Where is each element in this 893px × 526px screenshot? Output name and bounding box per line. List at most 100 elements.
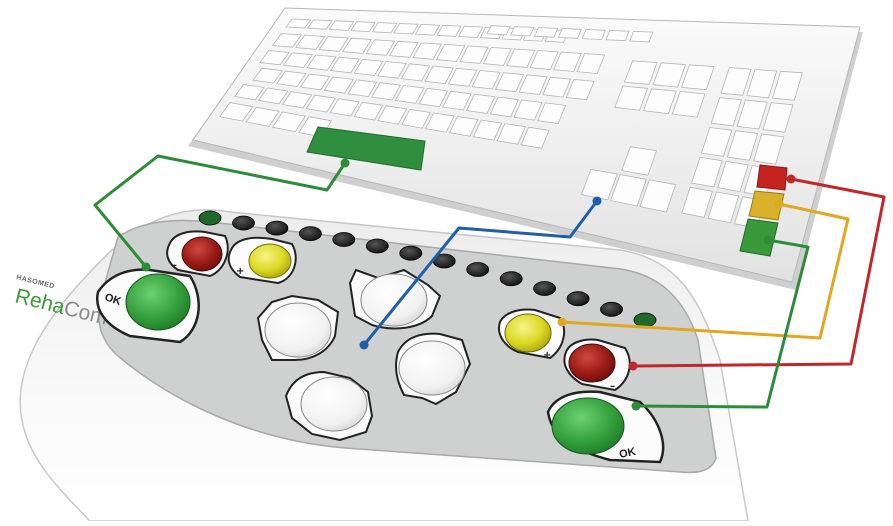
numpad-key-2-2[interactable] [753, 133, 785, 165]
key-r2-9[interactable] [471, 70, 501, 90]
key-r2-5[interactable] [377, 61, 407, 79]
arrow-down-key[interactable] [610, 174, 647, 207]
key-r1-6[interactable] [412, 42, 442, 60]
numpad-key-2-0[interactable] [700, 127, 733, 157]
numpad-key-4-0[interactable] [681, 186, 713, 218]
key-r3-10[interactable] [489, 96, 519, 118]
media-key-6[interactable] [629, 30, 654, 43]
numpad-yellow-key[interactable] [748, 190, 785, 221]
key-r3-9[interactable] [466, 93, 496, 114]
key-r2-2[interactable] [306, 54, 337, 71]
key-r2-13[interactable] [565, 78, 595, 101]
media-key-4[interactable] [581, 29, 606, 40]
key-r1-11[interactable] [529, 50, 559, 70]
nav-key-1-2[interactable] [671, 91, 706, 118]
arrow-left-key[interactable] [580, 168, 618, 201]
key-r4-9[interactable] [448, 116, 479, 137]
key-r3-11[interactable] [513, 99, 543, 121]
left-minus-button[interactable]: – [166, 230, 229, 278]
key-r1-12[interactable] [553, 51, 582, 72]
right-minus-button[interactable]: – [563, 338, 631, 393]
key-r2-6[interactable] [400, 63, 431, 82]
key-r5-0[interactable] [219, 102, 254, 122]
direction-right-button[interactable] [395, 332, 472, 406]
key-r2-8[interactable] [447, 67, 478, 87]
key-r0-5[interactable] [393, 23, 419, 35]
key-r2-7[interactable] [424, 65, 454, 85]
key-r1-13[interactable] [576, 53, 606, 74]
key-r4-0[interactable] [234, 84, 265, 101]
key-r2-4[interactable] [353, 58, 384, 76]
top-row-button-2[interactable] [232, 215, 255, 231]
key-r4-6[interactable] [377, 105, 408, 125]
top-row-button-10[interactable] [499, 271, 523, 287]
key-r4-5[interactable] [353, 101, 384, 121]
key-r2-12[interactable] [542, 76, 572, 98]
key-r3-5[interactable] [371, 82, 401, 101]
key-r3-4[interactable] [347, 79, 378, 98]
key-r1-8[interactable] [459, 45, 489, 64]
numpad-key-2-1[interactable] [726, 130, 759, 161]
numpad-key-1-0[interactable] [710, 97, 742, 127]
key-r4-10[interactable] [472, 119, 503, 141]
media-key-2[interactable] [533, 27, 559, 38]
key-r2-0[interactable] [259, 50, 290, 66]
key-r1-3[interactable] [342, 37, 372, 54]
top-row-button-11[interactable] [533, 281, 556, 296]
key-r1-0[interactable] [271, 33, 303, 48]
key-r3-0[interactable] [252, 67, 283, 84]
media-key-0[interactable] [486, 25, 511, 36]
top-row-button-5[interactable] [332, 232, 356, 247]
key-r4-3[interactable] [305, 94, 336, 113]
top-row-button-7[interactable] [399, 245, 423, 261]
top-row-button-14[interactable] [633, 312, 657, 328]
key-r1-4[interactable] [365, 39, 396, 56]
top-row-button-6[interactable] [365, 238, 389, 254]
key-r4-11[interactable] [496, 123, 526, 145]
key-r0-1[interactable] [306, 19, 333, 30]
nav-key-0-0[interactable] [623, 60, 658, 85]
key-r2-11[interactable] [518, 74, 548, 95]
key-r0-2[interactable] [328, 20, 355, 31]
key-r1-7[interactable] [435, 43, 466, 62]
top-row-button-12[interactable] [566, 291, 590, 307]
key-r0-3[interactable] [350, 21, 376, 33]
media-key-5[interactable] [605, 29, 630, 42]
key-r0-0[interactable] [285, 18, 312, 29]
key-r4-2[interactable] [281, 91, 313, 109]
key-r0-7[interactable] [436, 24, 462, 37]
key-r1-5[interactable] [388, 40, 419, 58]
numpad-key-3-1[interactable] [717, 160, 749, 193]
key-r3-1[interactable] [276, 70, 307, 87]
key-r4-7[interactable] [401, 108, 431, 129]
direction-left-button[interactable] [256, 294, 340, 361]
key-r4-4[interactable] [329, 98, 360, 117]
key-r3-6[interactable] [394, 85, 425, 104]
key-r1-9[interactable] [482, 47, 512, 66]
key-r2-3[interactable] [329, 56, 360, 74]
key-r0-4[interactable] [371, 22, 398, 34]
key-r5-1[interactable] [245, 106, 280, 127]
key-r0-8[interactable] [458, 25, 484, 38]
media-key-1[interactable] [510, 26, 535, 37]
nav-key-1-0[interactable] [614, 85, 649, 111]
key-r3-12[interactable] [537, 102, 567, 124]
right-plus-button[interactable]: + [498, 308, 566, 362]
arrow-up-key[interactable] [621, 146, 658, 176]
spacebar-key[interactable] [306, 126, 426, 171]
numpad-key-0-0[interactable] [720, 67, 752, 96]
nav-key-0-1[interactable] [652, 62, 687, 88]
key-r1-10[interactable] [506, 48, 536, 68]
key-r1-2[interactable] [318, 36, 349, 52]
numpad-key-0-2[interactable] [771, 70, 803, 101]
numpad-key-0-1[interactable] [746, 69, 778, 99]
key-r1-1[interactable] [295, 34, 326, 50]
numpad-red-key[interactable] [756, 164, 788, 191]
key-r3-8[interactable] [442, 90, 472, 111]
key-r4-12[interactable] [520, 126, 550, 149]
left-ok-button[interactable]: OK [96, 268, 200, 344]
key-r2-1[interactable] [282, 52, 314, 68]
media-key-3[interactable] [557, 28, 583, 39]
arrow-right-key[interactable] [639, 179, 677, 213]
key-r0-6[interactable] [414, 23, 441, 36]
